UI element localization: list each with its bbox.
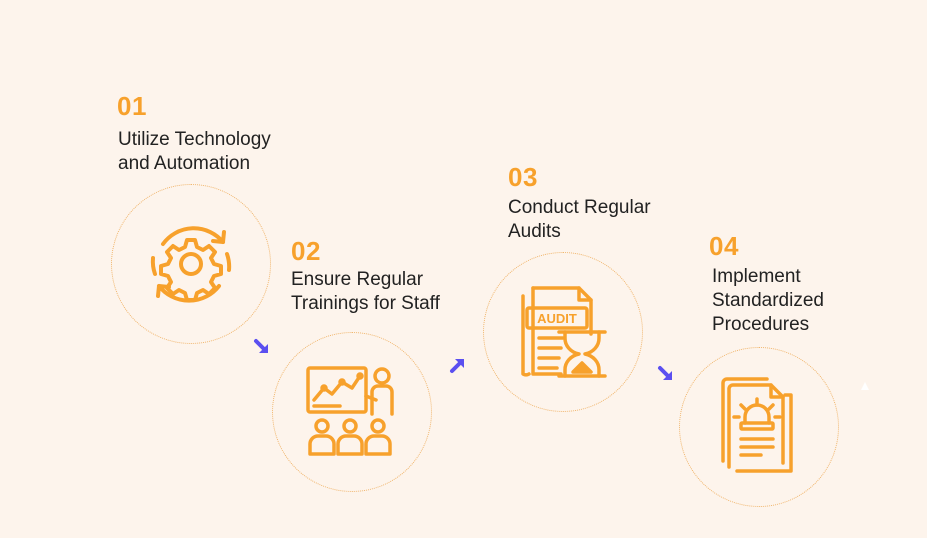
step-1-title: Utilize Technology and Automation [118, 128, 271, 176]
step-4-title-line: Implement [712, 266, 801, 287]
step-4-title-line: Procedures [712, 314, 810, 335]
step-3-number: 03 [508, 162, 538, 192]
gear-cycle-icon [150, 226, 232, 303]
arrow-up-right-icon [450, 359, 464, 373]
triangle-marker-icon [861, 382, 869, 390]
training-presentation-icon [306, 366, 394, 456]
arrow-down-right-icon [658, 366, 672, 380]
step-2-title-line: Ensure Regular [291, 269, 424, 290]
step-2-title-line: Trainings for Staff [291, 293, 440, 314]
step-3-title-line: Conduct Regular [508, 197, 651, 218]
step-3-circle [483, 252, 643, 412]
step-4-title-line: Standardized [712, 290, 824, 311]
step-2-circle [272, 332, 432, 492]
step-3-title-line: Audits [508, 221, 561, 242]
step-4-circle [679, 347, 839, 507]
step-1-title-line: Utilize Technology [118, 129, 271, 150]
step-1-number: 01 [117, 91, 147, 121]
step-3-title: Conduct Regular Audits [508, 196, 651, 244]
alarm-document-icon [721, 377, 793, 473]
step-1-title-line: and Automation [118, 153, 251, 174]
audit-hourglass-icon: AUDIT [521, 286, 607, 378]
step-2-number: 02 [291, 236, 321, 266]
step-4-number: 04 [709, 231, 739, 261]
step-4-title: Implement Standardized Procedures [712, 265, 824, 337]
audit-label: AUDIT [537, 311, 577, 326]
arrow-down-right-icon [254, 339, 268, 353]
step-1-circle [111, 184, 271, 344]
step-2-title: Ensure Regular Trainings for Staff [291, 268, 440, 316]
